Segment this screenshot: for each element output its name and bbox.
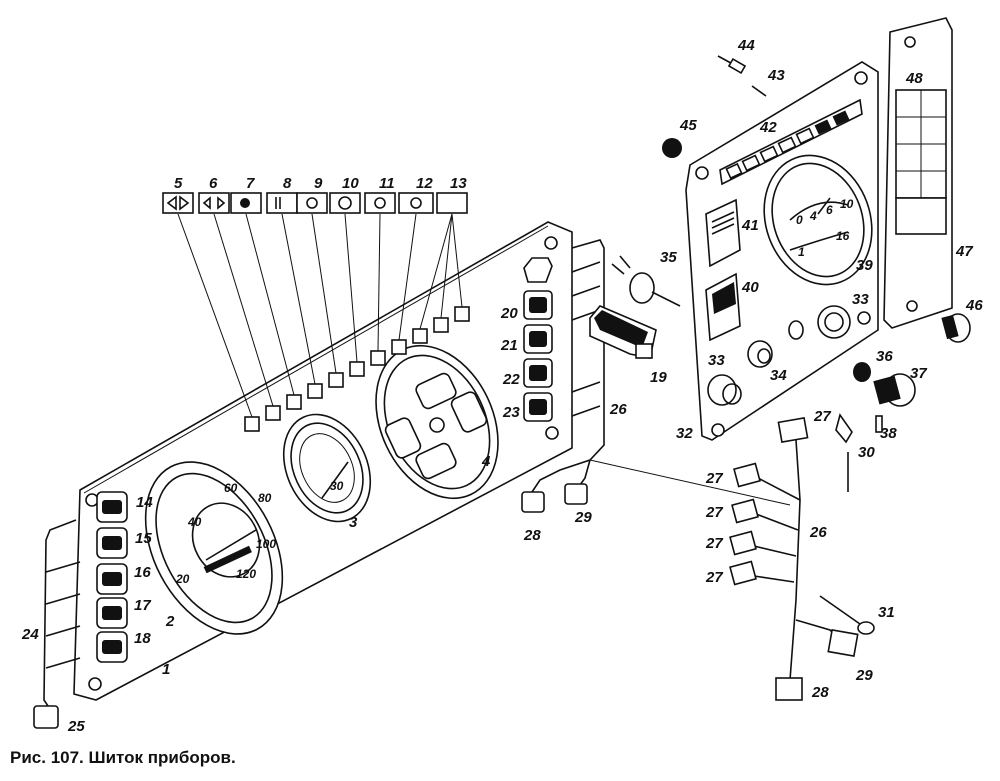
cover-plate <box>883 17 953 329</box>
callout-6: 6 <box>209 175 218 192</box>
callout-16: 16 <box>134 564 151 581</box>
callout-25: 25 <box>67 718 85 735</box>
callout-34: 34 <box>770 367 787 384</box>
callout-35: 35 <box>660 249 677 266</box>
callout-15: 15 <box>135 530 152 547</box>
callout-48: 48 <box>905 70 923 87</box>
speedometer: 20 40 60 80 100 120 <box>144 461 284 635</box>
callout-47: 47 <box>955 243 973 260</box>
wiring-harness <box>729 416 859 701</box>
speed-num: 60 <box>224 481 238 495</box>
callout-14: 14 <box>136 494 153 511</box>
callout-8: 8 <box>283 175 292 192</box>
tacho-num: 16 <box>836 229 850 243</box>
tacho-num: 10 <box>840 197 854 211</box>
callout-37: 37 <box>910 365 927 382</box>
callout-9: 9 <box>314 175 323 192</box>
callout-29: 29 <box>574 509 592 526</box>
callout-11: 11 <box>379 175 395 192</box>
connector-block <box>589 305 657 359</box>
callout-13: 13 <box>450 175 467 192</box>
right-switch-column <box>523 257 553 422</box>
speed-num: 100 <box>256 537 276 551</box>
callout-7: 7 <box>246 175 255 192</box>
loose-parts <box>611 55 971 635</box>
callout-30: 30 <box>858 444 875 461</box>
callout-28b: 28 <box>811 684 829 701</box>
callout-27: 27 <box>813 408 831 425</box>
callout-2: 2 <box>165 613 175 630</box>
callout-19: 19 <box>650 369 667 386</box>
speed-num: 20 <box>175 572 190 586</box>
callout-38: 38 <box>880 425 897 442</box>
callout-28: 28 <box>523 527 541 544</box>
speed-num: 40 <box>187 515 202 529</box>
callout-40: 40 <box>741 279 759 296</box>
callout-46: 46 <box>965 297 983 314</box>
callout-29b: 29 <box>855 667 873 684</box>
callout-4: 4 <box>481 453 491 470</box>
callout-10: 10 <box>342 175 359 192</box>
callout-32: 32 <box>676 425 693 442</box>
tacho-num: 6 <box>826 203 833 217</box>
left-switch-column <box>96 491 128 663</box>
callout-27b: 27 <box>705 470 723 487</box>
callout-33b: 33 <box>852 291 869 308</box>
callout-12: 12 <box>416 175 433 192</box>
callout-26b: 26 <box>809 524 827 541</box>
callout-3: 3 <box>349 514 358 531</box>
callout-44: 44 <box>737 37 755 54</box>
callout-27e: 27 <box>705 569 723 586</box>
callout-31: 31 <box>878 604 895 621</box>
callout-45: 45 <box>679 117 697 134</box>
multi-gauge-block <box>375 344 499 500</box>
callout-41: 41 <box>741 217 759 234</box>
speed-num: 120 <box>236 567 256 581</box>
figure-caption: Рис. 107. Шиток приборов. <box>10 748 236 767</box>
callout-23: 23 <box>502 404 520 421</box>
callout-39: 39 <box>856 257 873 274</box>
callout-18: 18 <box>134 630 151 647</box>
gauge3-num: 30 <box>330 479 344 493</box>
fuel-gauge: 30 <box>282 413 372 523</box>
tacho-num: 1 <box>798 245 805 259</box>
callout-21: 21 <box>500 337 518 354</box>
tacho-num: 4 <box>809 209 817 223</box>
callout-22: 22 <box>502 371 520 388</box>
callout-17: 17 <box>134 597 151 614</box>
leader-lines <box>177 213 859 418</box>
speed-num: 80 <box>258 491 272 505</box>
right-panel: 0 4 6 10 1 16 <box>685 61 879 441</box>
callout-27c: 27 <box>705 504 723 521</box>
callout-26: 26 <box>609 401 627 418</box>
callout-43: 43 <box>767 67 785 84</box>
callout-33: 33 <box>708 352 725 369</box>
callout-1: 1 <box>162 661 170 678</box>
callout-24: 24 <box>21 626 39 643</box>
callout-labels: 1 2 3 4 5 6 7 8 9 10 11 12 13 14 15 16 1… <box>21 37 983 735</box>
rear-wiring <box>33 239 791 729</box>
callout-27d: 27 <box>705 535 723 552</box>
callout-20: 20 <box>500 305 518 322</box>
callout-36: 36 <box>876 348 893 365</box>
callout-42: 42 <box>759 119 777 136</box>
symbol-strip <box>162 192 468 214</box>
callout-5: 5 <box>174 175 183 192</box>
tacho-num: 0 <box>796 213 803 227</box>
